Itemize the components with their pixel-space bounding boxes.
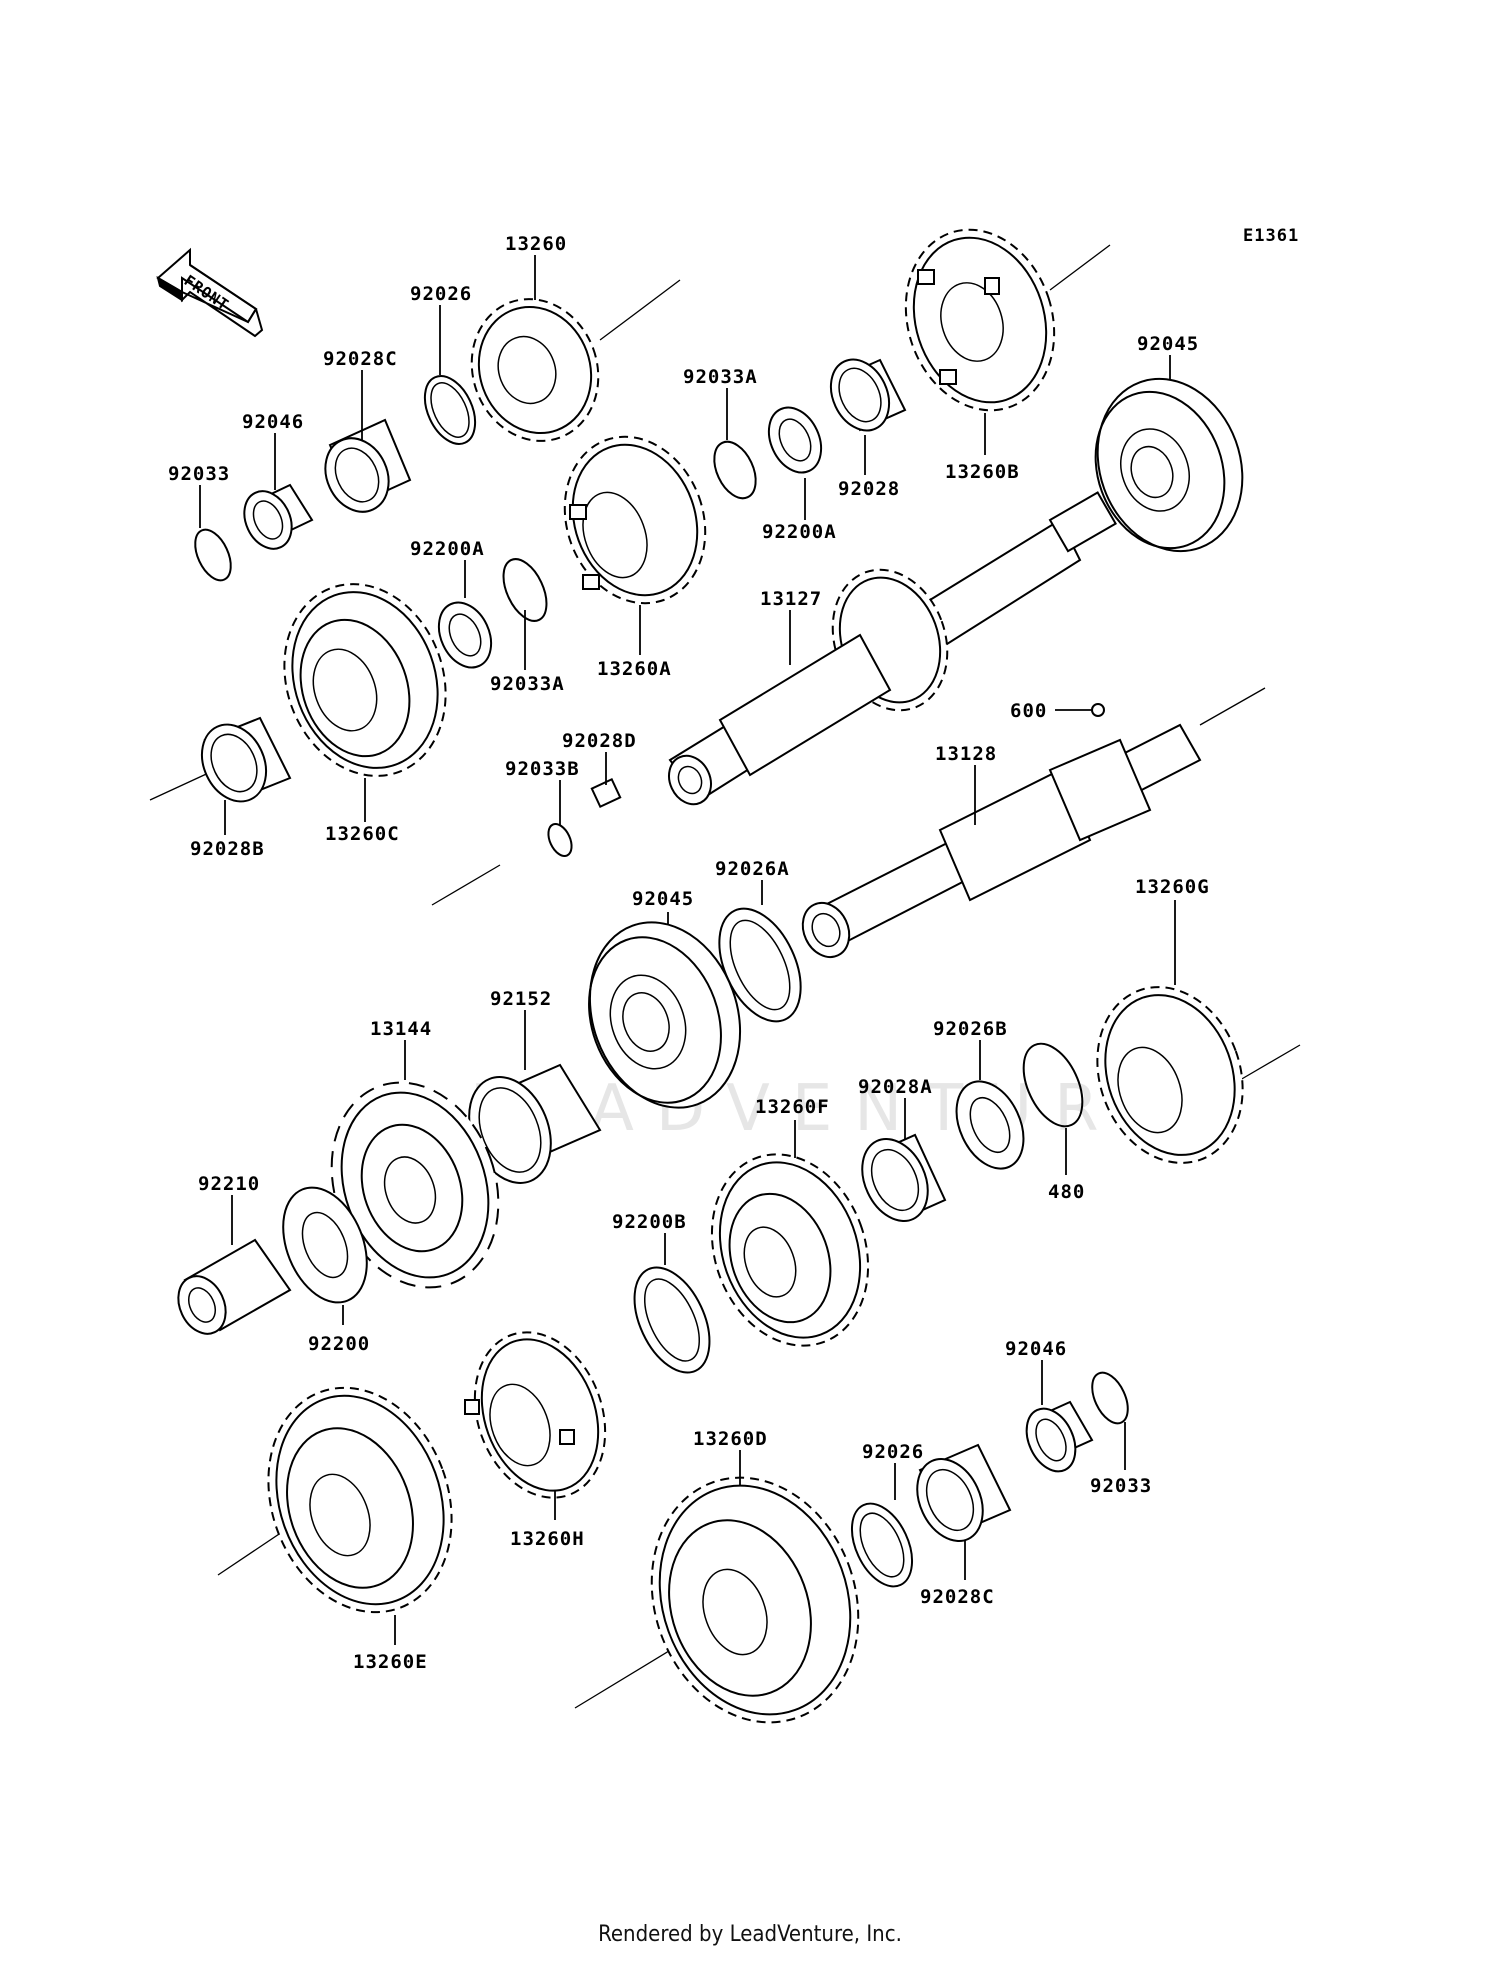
label-13260a: 13260A — [597, 658, 672, 680]
washer-92026-top — [423, 375, 477, 445]
washer-92200b — [633, 1266, 711, 1374]
label-13260b: 13260B — [945, 461, 1020, 483]
label-92200: 92200 — [308, 1333, 370, 1355]
label-92033b: 92033B — [505, 758, 580, 780]
shaft-13128 — [801, 723, 1202, 959]
label-92046-top: 92046 — [242, 411, 304, 433]
axis-lines — [149, 244, 1301, 1709]
gear-13260d — [650, 1476, 860, 1724]
label-92028: 92028 — [838, 478, 900, 500]
ball-bearing-92045-top — [1094, 377, 1244, 553]
label-13260: 13260 — [505, 233, 567, 255]
washer-92026b — [955, 1080, 1025, 1170]
leader-lines — [199, 255, 1176, 1645]
label-92152: 92152 — [490, 988, 552, 1010]
label-13260c: 13260C — [325, 823, 400, 845]
footer-credit: Rendered by LeadVenture, Inc. — [598, 1922, 902, 1947]
gear-13260f — [710, 1153, 870, 1347]
circlip-92033a-top — [713, 440, 757, 500]
label-92045-mid: 92045 — [632, 888, 694, 910]
shaft-13127 — [668, 491, 1117, 806]
needle-bearing-92046-top — [243, 483, 314, 550]
gear-13260b — [904, 228, 1056, 412]
collar-92028c-bottom — [916, 1443, 1012, 1542]
gear-13260g — [1096, 986, 1244, 1164]
label-92033-top: 92033 — [168, 463, 230, 485]
label-92200a-left: 92200A — [410, 538, 485, 560]
label-92033a-top: 92033A — [683, 366, 758, 388]
label-92026-bottom: 92026 — [862, 1441, 924, 1463]
label-600: 600 — [1010, 700, 1047, 722]
label-13260h: 13260H — [510, 1528, 585, 1550]
label-13260d: 13260D — [693, 1428, 768, 1450]
gear-13260e — [267, 1386, 453, 1614]
o-ring-600 — [1091, 703, 1105, 717]
label-92200b: 92200B — [612, 1211, 687, 1233]
label-92210: 92210 — [198, 1173, 260, 1195]
label-92026b: 92026B — [933, 1018, 1008, 1040]
label-480: 480 — [1048, 1181, 1085, 1203]
label-92033a-left: 92033A — [490, 673, 565, 695]
label-92028a: 92028A — [858, 1076, 933, 1098]
bushing-92028a — [861, 1133, 947, 1222]
washer-92026-bottom — [850, 1502, 914, 1588]
washer-92200a-top — [767, 406, 823, 474]
collar-92028c-top — [324, 418, 412, 513]
gear-13260c — [283, 583, 447, 777]
bushing-92028b — [200, 716, 292, 803]
washer-92200a-left — [437, 601, 493, 669]
washer-92200 — [282, 1186, 368, 1304]
label-13144: 13144 — [370, 1018, 432, 1040]
gear-13260h — [464, 1331, 607, 1499]
sprocket-13144 — [330, 1081, 500, 1289]
label-92028d: 92028D — [562, 730, 637, 752]
gear-13260 — [470, 298, 600, 442]
washer-92026a — [718, 907, 802, 1023]
label-92200a-top: 92200A — [762, 521, 837, 543]
label-13260f: 13260F — [755, 1096, 830, 1118]
label-13128: 13128 — [935, 743, 997, 765]
label-92028c-top: 92028C — [323, 348, 398, 370]
front-arrow-icon: FRONT — [156, 247, 264, 338]
circlip-92033a-left — [502, 558, 548, 622]
ball-bearing-92045-mid — [588, 921, 742, 1109]
circlip-92033-top — [194, 528, 232, 582]
nut-92210 — [177, 1238, 292, 1335]
gear-13260a — [563, 435, 707, 605]
label-92033-bottom: 92033 — [1090, 1475, 1152, 1497]
label-92046-bottom: 92046 — [1005, 1338, 1067, 1360]
label-13260e: 13260E — [353, 1651, 428, 1673]
circlip-92033b — [547, 823, 573, 857]
label-92028c-bottom: 92028C — [920, 1586, 995, 1608]
diagram-code: E1361 — [1243, 226, 1299, 246]
collar-92028d — [590, 777, 622, 809]
label-92028b: 92028B — [190, 838, 265, 860]
needle-bearing-92046-bottom — [1025, 1400, 1094, 1473]
label-13127: 13127 — [760, 588, 822, 610]
circlip-480 — [1022, 1042, 1084, 1128]
label-92026a: 92026A — [715, 858, 790, 880]
label-92045-top: 92045 — [1137, 333, 1199, 355]
label-92026-top: 92026 — [410, 283, 472, 305]
label-13260g: 13260G — [1135, 876, 1210, 898]
bushing-92028 — [829, 358, 907, 432]
part-labels: 13260 92026 92028C 92046 92033 92033A 92… — [168, 233, 1210, 1673]
circlip-92033-bottom — [1091, 1371, 1129, 1425]
